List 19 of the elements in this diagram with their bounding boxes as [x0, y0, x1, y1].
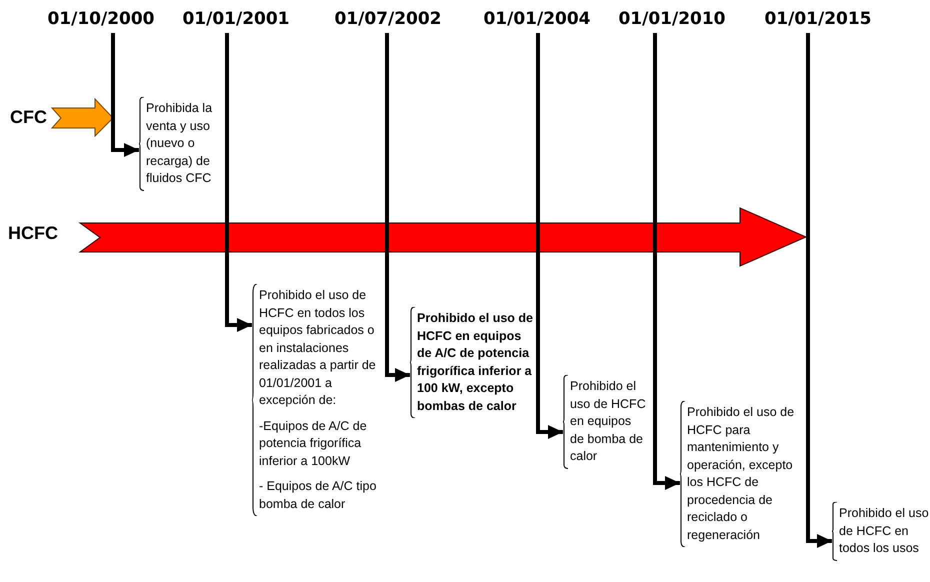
- date-label: 01/01/2015: [748, 8, 888, 30]
- note-text: -Equipos de A/C de potencia frigorífica inferior a 100kW: [259, 418, 368, 470]
- arrow: [536, 33, 563, 439]
- arrow: [806, 33, 832, 548]
- date-label: 01/07/2002: [318, 8, 458, 30]
- note-text: Prohibido el uso de HCFC en equipos de bomba de calor: [570, 378, 646, 465]
- note-text: - Equipos de A/C tipo bomba de calor: [259, 478, 378, 512]
- arrow: [653, 33, 680, 490]
- note-text: Prohibido el uso de HCFC en todos los usos: [839, 505, 930, 557]
- series-label: HCFC: [8, 224, 58, 242]
- arrow: [385, 33, 410, 382]
- bracket-note: [832, 502, 930, 560]
- note-text: Prohibido el uso de HCFC para mantenimiento y operación, excepto los HCFC de procedencia de reciclado o regeneración: [687, 404, 796, 544]
- note-text: Prohibido el uso de HCFC en equipos de A/C de potencia frigorífica inferior a 100 kW, excepto bombas de calor: [417, 310, 534, 414]
- arrow: [225, 33, 252, 332]
- note-text: Prohibido el uso de HCFC en todos los equipos fabricados o en instalaciones realizadas a partir de 01/01/2001 a excepción de:: [259, 287, 377, 409]
- series-label: CFC: [10, 108, 47, 126]
- note-text: Prohibida la venta y uso (nuevo o recarga) de fluidos CFC: [146, 100, 214, 187]
- arrow: [111, 33, 139, 157]
